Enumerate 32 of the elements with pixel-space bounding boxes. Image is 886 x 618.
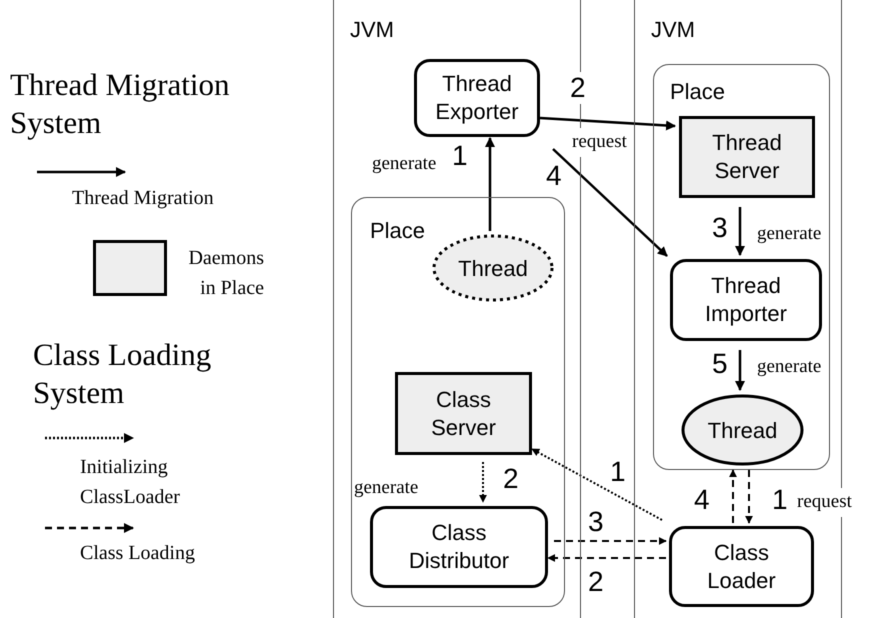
thread-ellipse: Thread bbox=[681, 394, 804, 466]
daemon-box: Thread Server bbox=[679, 116, 815, 198]
process-box: Thread Importer bbox=[670, 259, 822, 341]
arrow bbox=[485, 137, 495, 231]
arrow bbox=[547, 554, 666, 562]
arrow bbox=[531, 448, 662, 521]
legend-label: Initializing ClassLoader bbox=[80, 455, 181, 510]
arrow bbox=[540, 116, 676, 130]
process-box: Thread Exporter bbox=[414, 59, 540, 137]
annotation-text: request bbox=[797, 488, 852, 516]
arrow bbox=[552, 148, 668, 257]
process-box: Class Distributor bbox=[370, 506, 548, 588]
legend-label: Thread Migration bbox=[72, 186, 214, 211]
arrow bbox=[735, 207, 745, 256]
daemon-box: Class Server bbox=[395, 372, 532, 455]
arrow bbox=[554, 537, 667, 545]
annotation-text: generate bbox=[757, 222, 822, 246]
legend-label: Daemons in Place bbox=[187, 246, 264, 301]
step-number: 2 bbox=[570, 72, 586, 104]
arrow bbox=[735, 350, 745, 391]
thread-ellipse: Thread bbox=[432, 234, 554, 302]
annotation-text: generate bbox=[372, 152, 436, 176]
arrow bbox=[745, 470, 753, 524]
section-heading: Class Loading System bbox=[33, 336, 212, 412]
annotation-text: request bbox=[572, 128, 627, 156]
arrow bbox=[729, 469, 737, 523]
annotation-text: generate bbox=[757, 355, 822, 379]
annotation-text: generate bbox=[354, 476, 418, 500]
arrow bbox=[479, 462, 487, 503]
process-box: Class Loader bbox=[669, 526, 814, 607]
legend-label: Class Loading bbox=[80, 541, 195, 566]
section-heading: Thread Migration System bbox=[10, 66, 231, 142]
